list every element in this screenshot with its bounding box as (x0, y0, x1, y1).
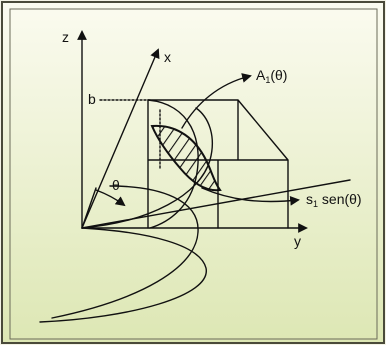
y-axis-label: y (294, 233, 301, 249)
hatched-section (150, 124, 222, 192)
base-curve-2 (51, 185, 199, 319)
s-sen-label: s1 sen(θ) (306, 192, 362, 209)
area-pointer-arrow (181, 73, 252, 129)
solid-box (147, 99, 289, 229)
s-label-arg: sen(θ) (318, 191, 362, 207)
s-label-main: s (306, 191, 313, 207)
theta-label: θ (112, 177, 120, 193)
left-ray (81, 187, 97, 229)
area-label-main: A (256, 67, 266, 83)
area-label: A1(θ) (256, 68, 287, 85)
theta-arc (95, 189, 126, 207)
area-label-arg: (θ) (270, 67, 288, 83)
s-pointer-arrow (201, 187, 300, 206)
x-axis-line (81, 48, 160, 229)
inner-border (9, 8, 378, 340)
b-label: b (88, 91, 96, 107)
z-axis-label: z (62, 29, 69, 45)
x-axis-label: x (164, 49, 171, 65)
area-label-sub: 1 (265, 75, 271, 85)
s-label-sub: 1 (313, 199, 319, 209)
base-curve-1 (39, 227, 207, 323)
